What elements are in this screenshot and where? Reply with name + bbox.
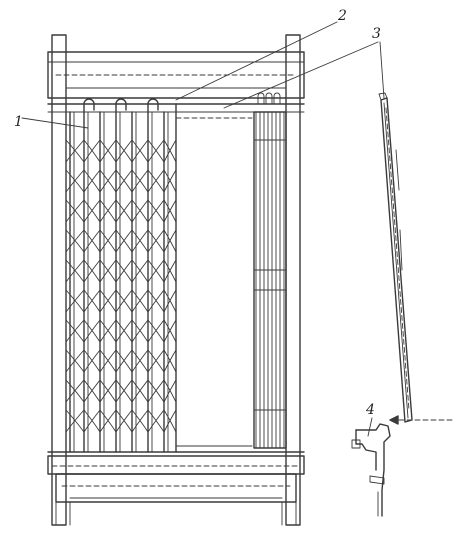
removed-plate [378,92,413,423]
callout-labels: 1 2 3 4 [14,8,381,418]
mesh-column [65,139,85,433]
mesh-column [83,139,101,433]
mesh-column [99,139,117,433]
frame-left-post [51,34,67,526]
callout-3: 3 [372,26,381,42]
callout-2: 2 [337,8,347,24]
mesh-column [163,139,177,433]
electrode-bar [69,111,75,453]
mesh-column [131,139,149,433]
mesh-column [115,139,133,433]
side-plate-stack [253,92,287,449]
electrode-mesh [65,139,177,433]
leader-3b [379,41,385,99]
frame-top-box [47,51,305,99]
leader-3a [223,41,379,109]
mesh-column [147,139,165,433]
leader-lines [21,21,385,437]
frame [47,34,305,526]
callout-4: 4 [365,402,375,418]
clamp-fitting [351,415,453,517]
leader-1 [21,117,89,129]
leader-2 [175,21,338,101]
callout-1: 1 [14,114,23,130]
frame-bottom-box [47,455,305,526]
leader-4 [367,417,373,437]
